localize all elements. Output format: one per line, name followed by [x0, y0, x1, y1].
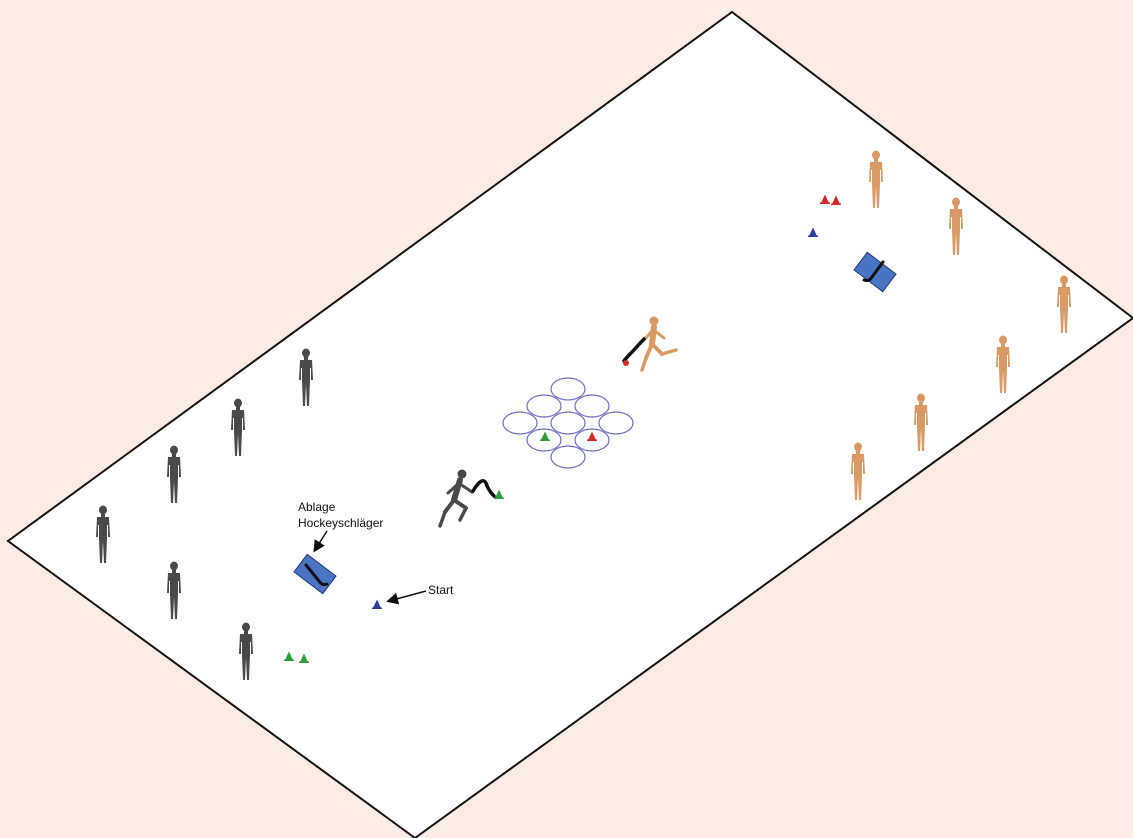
stick-storage-label-line1: Ablage [298, 500, 336, 514]
ball-icon [623, 360, 629, 366]
playing-field [8, 12, 1133, 838]
stick-storage-label-line2: Hockeyschläger [298, 516, 383, 530]
start-label: Start [428, 583, 454, 597]
